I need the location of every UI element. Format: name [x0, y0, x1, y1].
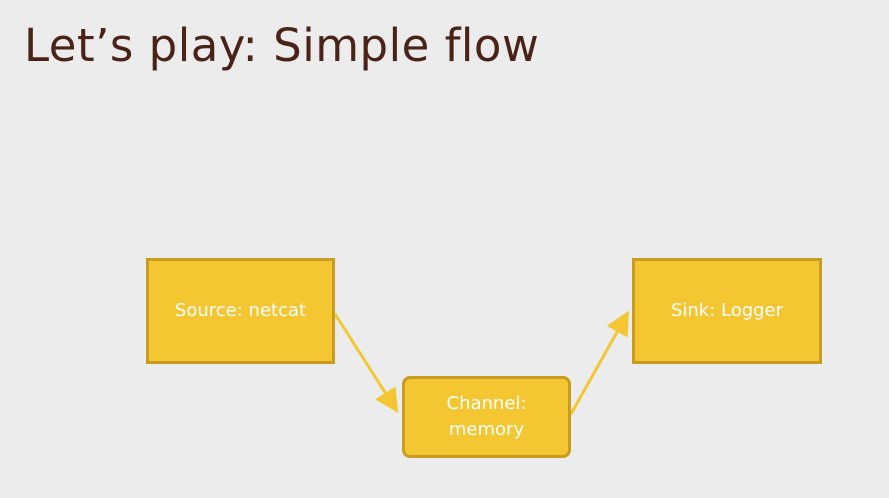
- node-channel: Channel: memory: [402, 376, 571, 458]
- node-sink-label: Sink: Logger: [670, 300, 784, 321]
- node-channel-label-line1: Channel:: [446, 393, 527, 414]
- arrow-source-to-channel: [333, 313, 399, 414]
- slide-title: Let’s play: Simple flow: [24, 19, 540, 72]
- node-source: Source: netcat: [146, 258, 335, 364]
- arrow-channel-to-sink: [569, 310, 629, 415]
- node-source-label: Source: netcat: [174, 300, 307, 321]
- node-sink: Sink: Logger: [632, 258, 822, 364]
- node-channel-label-line2: memory: [448, 419, 525, 440]
